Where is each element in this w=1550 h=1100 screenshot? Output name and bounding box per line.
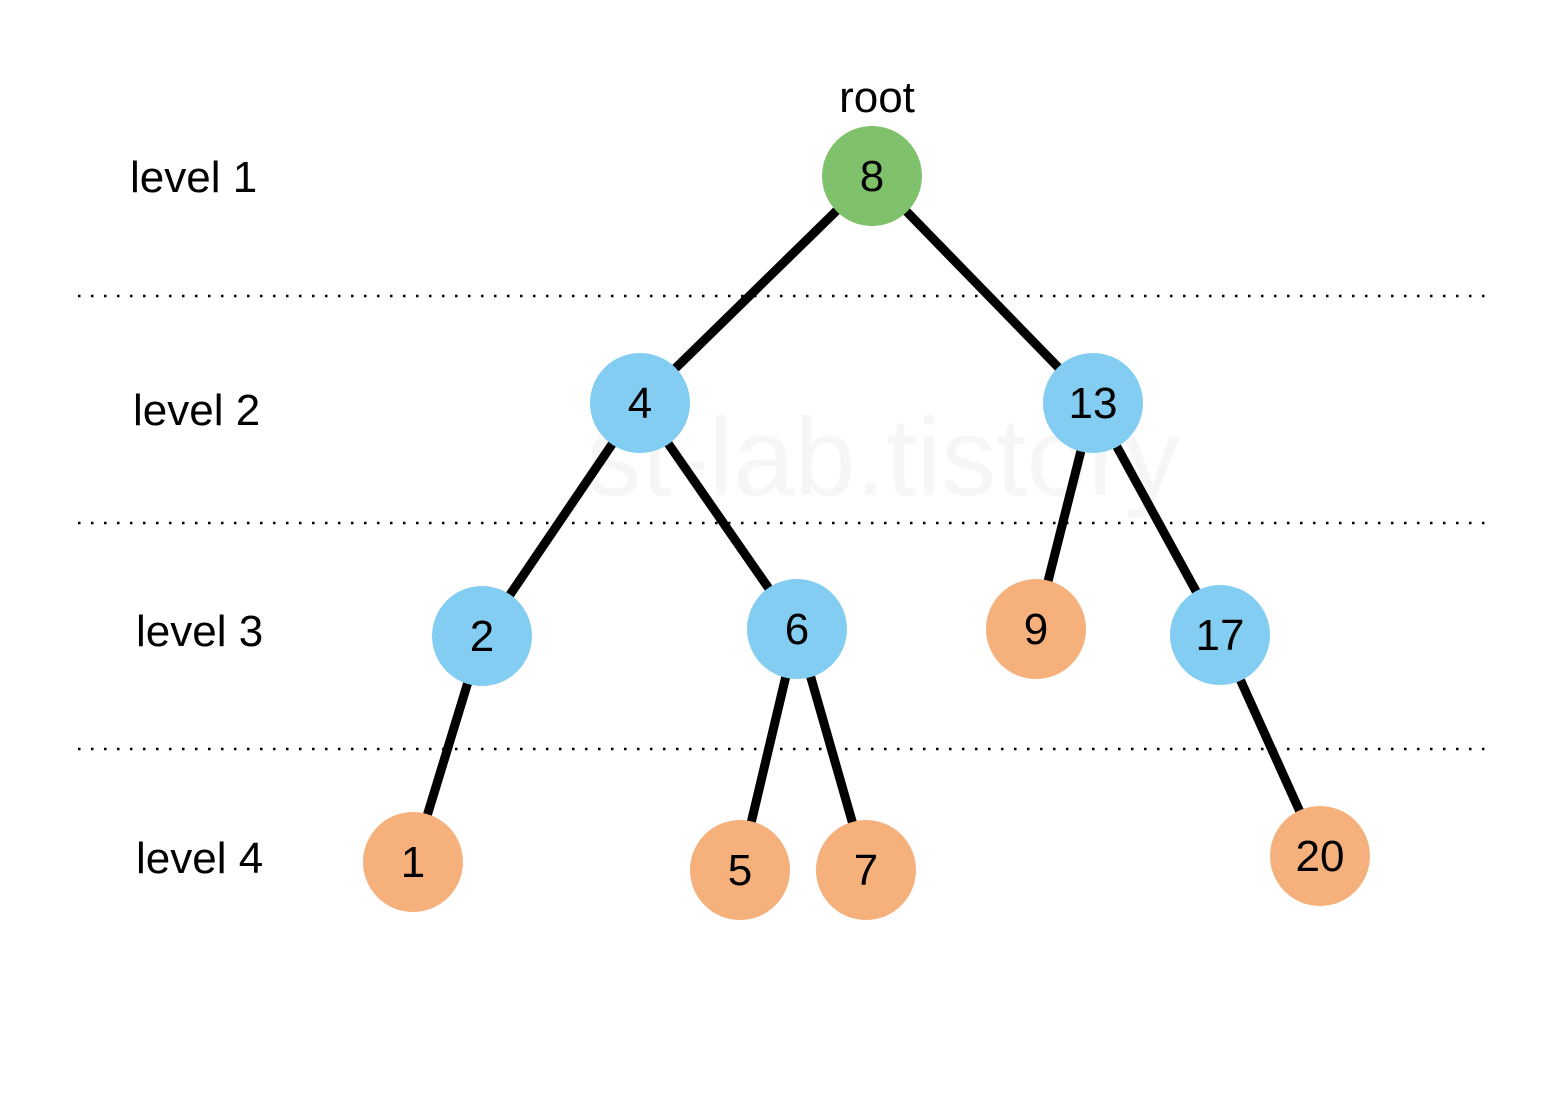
tree-edge-13-17 (1112, 442, 1201, 596)
tree-edge-4-6 (663, 439, 774, 593)
tree-node-2: 2 (432, 586, 532, 686)
tree-node-circle-5 (690, 820, 790, 920)
tree-node-label-17: 17 (1196, 611, 1245, 660)
level-label-2: level 2 (133, 386, 260, 435)
tree-nodes: 8 4 13 2 6 9 17 1 5 7 20 (363, 126, 1370, 920)
tree-node-label-5: 5 (728, 846, 752, 895)
tree-edge-13-9 (1043, 448, 1086, 584)
tree-edges (422, 206, 1305, 826)
tree-node-circle-1 (363, 812, 463, 912)
tree-node-6: 6 (747, 579, 847, 679)
tree-node-label-6: 6 (785, 605, 809, 654)
tree-node-label-4: 4 (628, 379, 652, 428)
tree-node-4: 4 (590, 353, 690, 453)
tree-edge-2-1 (422, 680, 473, 818)
tree-edge-4-2 (505, 440, 617, 599)
tree-node-1: 1 (363, 812, 463, 912)
tree-node-circle-6 (747, 579, 847, 679)
tree-edge-8-4 (671, 206, 841, 373)
tree-node-circle-9 (986, 579, 1086, 679)
tree-node-circle-7 (816, 820, 916, 920)
tree-node-17: 17 (1170, 585, 1270, 685)
root-label: root (839, 73, 915, 122)
tree-node-circle-4 (590, 353, 690, 453)
level-label-4: level 4 (136, 834, 263, 883)
level-label-3: level 3 (136, 607, 263, 656)
tree-node-label-13: 13 (1069, 379, 1118, 428)
tree-node-label-2: 2 (470, 612, 494, 661)
tree-node-7: 7 (816, 820, 916, 920)
tree-node-8: 8 (822, 126, 922, 226)
tree-node-circle-20 (1270, 806, 1370, 906)
level-label-1: level 1 (130, 153, 257, 202)
tree-edge-6-7 (805, 673, 858, 826)
tree-node-20: 20 (1270, 806, 1370, 906)
tree-node-label-8: 8 (860, 152, 884, 201)
tree-node-label-9: 9 (1024, 605, 1048, 654)
tree-node-label-1: 1 (401, 838, 425, 887)
tree-node-circle-13 (1043, 353, 1143, 453)
tree-node-circle-8 (822, 126, 922, 226)
tree-node-5: 5 (690, 820, 790, 920)
level-separators (78, 294, 1492, 751)
level-labels: level 1 level 2 level 3 level 4 (130, 153, 263, 883)
tree-node-circle-2 (432, 586, 532, 686)
tree-node-9: 9 (986, 579, 1086, 679)
tree-node-label-20: 20 (1296, 832, 1345, 881)
tree-node-13: 13 (1043, 353, 1143, 453)
tree-node-label-7: 7 (854, 846, 878, 895)
tree-edge-17-20 (1235, 676, 1305, 815)
tree-node-circle-17 (1170, 585, 1270, 685)
tree-edge-6-5 (746, 674, 791, 825)
tree-edge-8-13 (902, 207, 1063, 372)
